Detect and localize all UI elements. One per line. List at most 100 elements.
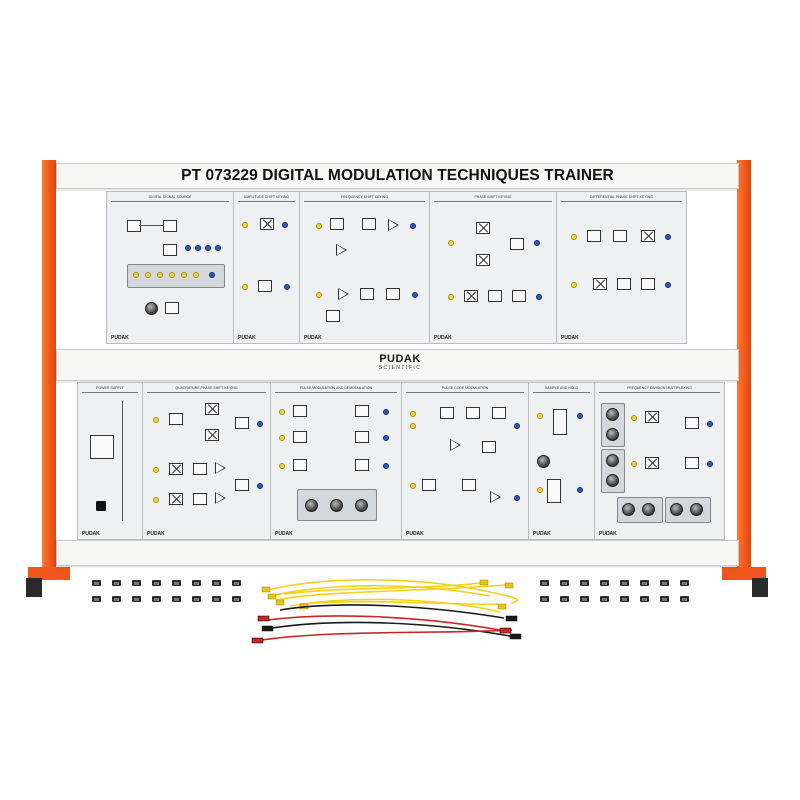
knob-icon[interactable]: [305, 499, 318, 512]
knob-icon[interactable]: [690, 503, 703, 516]
knob-icon[interactable]: [330, 499, 343, 512]
knob-icon[interactable]: [537, 455, 550, 468]
banana-socket-icon[interactable]: [169, 272, 175, 278]
banana-socket-icon[interactable]: [205, 245, 211, 251]
knob-icon[interactable]: [606, 408, 619, 421]
banana-socket-icon[interactable]: [153, 417, 159, 423]
banana-socket-icon[interactable]: [185, 245, 191, 251]
amplifier-icon: [388, 219, 399, 231]
banana-socket-icon[interactable]: [282, 222, 288, 228]
banana-socket-icon[interactable]: [631, 415, 637, 421]
banana-socket-icon[interactable]: [133, 272, 139, 278]
banana-socket-icon[interactable]: [153, 497, 159, 503]
banana-socket-icon[interactable]: [257, 483, 263, 489]
panel-label: SAMPLE AND HOLD: [533, 385, 590, 393]
shorting-link: [660, 580, 669, 586]
knob-icon[interactable]: [606, 474, 619, 487]
power-lead-plugs: [251, 615, 522, 644]
banana-socket-icon[interactable]: [665, 282, 671, 288]
shorting-link: [680, 596, 689, 602]
encoder-block-icon: [587, 230, 601, 242]
banana-socket-icon[interactable]: [577, 487, 583, 493]
banana-socket-icon[interactable]: [410, 423, 416, 429]
banana-socket-icon[interactable]: [383, 463, 389, 469]
banana-socket-icon[interactable]: [316, 292, 322, 298]
knob-icon[interactable]: [355, 499, 368, 512]
banana-socket-icon[interactable]: [665, 234, 671, 240]
banana-socket-icon[interactable]: [383, 409, 389, 415]
amplifier-icon: [215, 492, 226, 504]
banana-socket-icon[interactable]: [537, 487, 543, 493]
banana-socket-icon[interactable]: [193, 272, 199, 278]
banana-socket-icon[interactable]: [316, 223, 322, 229]
banana-socket-icon[interactable]: [410, 223, 416, 229]
shorting-link: [132, 580, 141, 586]
detector-block-icon: [326, 310, 340, 322]
panel-label: POWER SUPPLY: [82, 385, 138, 393]
mixer-icon: [476, 222, 490, 234]
clock-block-icon: [422, 479, 436, 491]
banana-socket-icon[interactable]: [536, 294, 542, 300]
title-rail: PT 073229 DIGITAL MODULATION TECHNIQUES …: [56, 163, 739, 189]
banana-socket-icon[interactable]: [215, 245, 221, 251]
amplifier-icon: [336, 244, 347, 256]
knob-icon[interactable]: [606, 428, 619, 441]
decoder-block-icon: [641, 278, 655, 290]
banana-socket-icon[interactable]: [284, 284, 290, 290]
shorting-link: [620, 580, 629, 586]
shorting-link: [640, 580, 649, 586]
banana-socket-icon[interactable]: [279, 435, 285, 441]
banana-socket-icon[interactable]: [577, 413, 583, 419]
mixer-icon: [169, 463, 183, 475]
bottom-panel-power-supply: POWER SUPPLY PUDAK: [77, 382, 143, 540]
banana-socket-icon[interactable]: [410, 483, 416, 489]
banana-socket-icon[interactable]: [448, 240, 454, 246]
mixer-icon: [205, 429, 219, 441]
knob-icon[interactable]: [642, 503, 655, 516]
banana-socket-icon[interactable]: [571, 282, 577, 288]
banana-socket-icon[interactable]: [145, 272, 151, 278]
knob-icon[interactable]: [145, 302, 158, 315]
shorting-link: [152, 580, 161, 586]
shorting-link: [540, 580, 549, 586]
banana-socket-icon[interactable]: [257, 421, 263, 427]
banana-socket-icon[interactable]: [448, 294, 454, 300]
shorting-link: [580, 596, 589, 602]
banana-socket-icon[interactable]: [209, 272, 215, 278]
banana-socket-icon[interactable]: [707, 461, 713, 467]
banana-socket-icon[interactable]: [383, 435, 389, 441]
panel-label: QUADRATURE PHASE SHIFT KEYING: [147, 385, 266, 393]
bottom-panel-qpsk: QUADRATURE PHASE SHIFT KEYING PUDAK: [142, 382, 271, 540]
banana-socket-icon[interactable]: [707, 421, 713, 427]
knob-icon[interactable]: [606, 454, 619, 467]
banana-socket-icon[interactable]: [514, 495, 520, 501]
banana-socket-icon[interactable]: [153, 467, 159, 473]
panel-label: DIFFERENTIAL PHASE SHIFT KEYING: [561, 194, 682, 202]
banana-socket-icon[interactable]: [279, 463, 285, 469]
shorting-link: [172, 580, 181, 586]
banana-socket-icon[interactable]: [412, 292, 418, 298]
banana-socket-icon[interactable]: [242, 284, 248, 290]
knob-icon[interactable]: [670, 503, 683, 516]
banana-socket-icon[interactable]: [195, 245, 201, 251]
banana-socket-icon[interactable]: [157, 272, 163, 278]
shorting-link: [212, 580, 221, 586]
panel-brand: PUDAK: [434, 335, 452, 341]
frame-foot-left: [26, 578, 42, 597]
banana-socket-icon[interactable]: [571, 234, 577, 240]
banana-socket-icon[interactable]: [514, 423, 520, 429]
banana-socket-icon[interactable]: [242, 222, 248, 228]
banana-socket-icon[interactable]: [534, 240, 540, 246]
banana-socket-icon[interactable]: [631, 461, 637, 467]
knob-icon[interactable]: [622, 503, 635, 516]
banana-socket-icon[interactable]: [410, 411, 416, 417]
power-switch-icon[interactable]: [96, 501, 106, 511]
banana-socket-icon[interactable]: [279, 409, 285, 415]
summer-block-icon: [235, 417, 249, 429]
mixer-icon: [260, 218, 274, 230]
banana-socket-icon[interactable]: [537, 413, 543, 419]
banana-socket-icon[interactable]: [181, 272, 187, 278]
vco-block-icon: [330, 218, 344, 230]
ppm-block-icon: [293, 459, 307, 471]
